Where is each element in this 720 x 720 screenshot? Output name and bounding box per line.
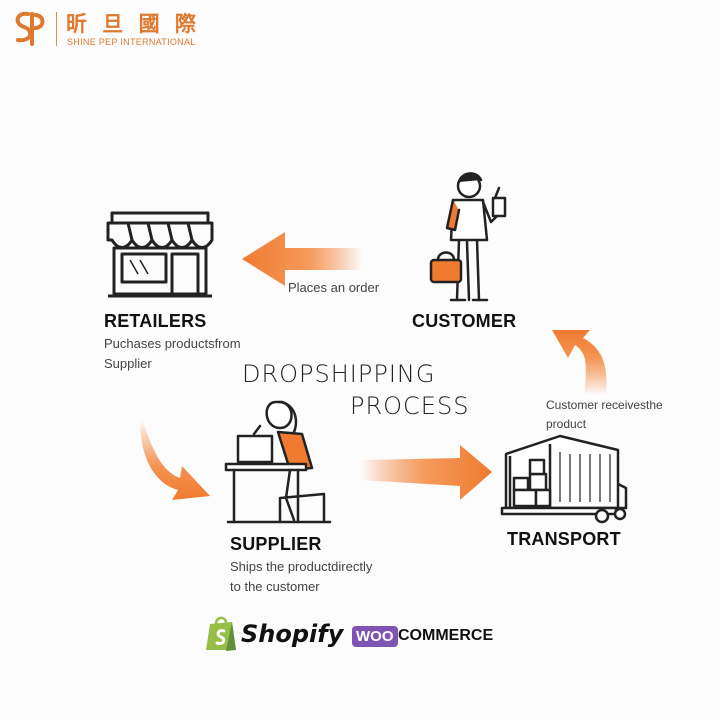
arrow-retailers-to-supplier bbox=[140, 420, 210, 500]
diagram-title-line2: PROCESS bbox=[350, 392, 470, 420]
woo-wordmark: WOO bbox=[356, 628, 394, 645]
arrow-transport-to-customer bbox=[552, 330, 607, 395]
node-label-supplier: SUPPLIER bbox=[230, 534, 322, 554]
arrow-supplier-to-transport bbox=[360, 445, 492, 500]
logo-separator bbox=[56, 12, 57, 46]
node-label-customer: CUSTOMER bbox=[412, 311, 517, 331]
node-label-transport: TRANSPORT bbox=[507, 529, 621, 549]
shopify-wordmark: Shopify bbox=[241, 620, 344, 648]
edge-label-places-order: Places an order bbox=[288, 280, 380, 295]
customer-person-icon bbox=[429, 172, 507, 302]
supplier-person-icon bbox=[224, 400, 332, 524]
storefront-icon bbox=[106, 211, 214, 298]
woocommerce-icon: WOO bbox=[352, 626, 398, 647]
supplier-desc-line2: to the customer bbox=[230, 579, 320, 594]
brand-name-en: SHINE PEP INTERNATIONAL bbox=[67, 37, 196, 47]
commerce-wordmark: COMMERCE bbox=[398, 627, 494, 644]
brand-name-cn: 昕 旦 國 際 bbox=[66, 11, 200, 36]
retailers-desc-line1: Puchases productsfrom bbox=[104, 336, 241, 351]
diagram-title-line1: DROPSHIPPING bbox=[242, 360, 436, 388]
supplier-desc-line1: Ships the productdirectly bbox=[230, 559, 373, 574]
arrow-customer-to-retailers bbox=[242, 232, 362, 286]
retailers-desc-line2: Supplier bbox=[104, 356, 152, 371]
edge-label-customer-receives-line2: product bbox=[546, 417, 587, 431]
shopify-bag-icon bbox=[206, 616, 236, 651]
brand-logo-mark bbox=[10, 8, 50, 48]
node-label-retailers: RETAILERS bbox=[104, 311, 207, 331]
warehouse-truck-icon bbox=[500, 434, 628, 524]
edge-label-customer-receives-line1: Customer receivesthe bbox=[546, 398, 663, 412]
